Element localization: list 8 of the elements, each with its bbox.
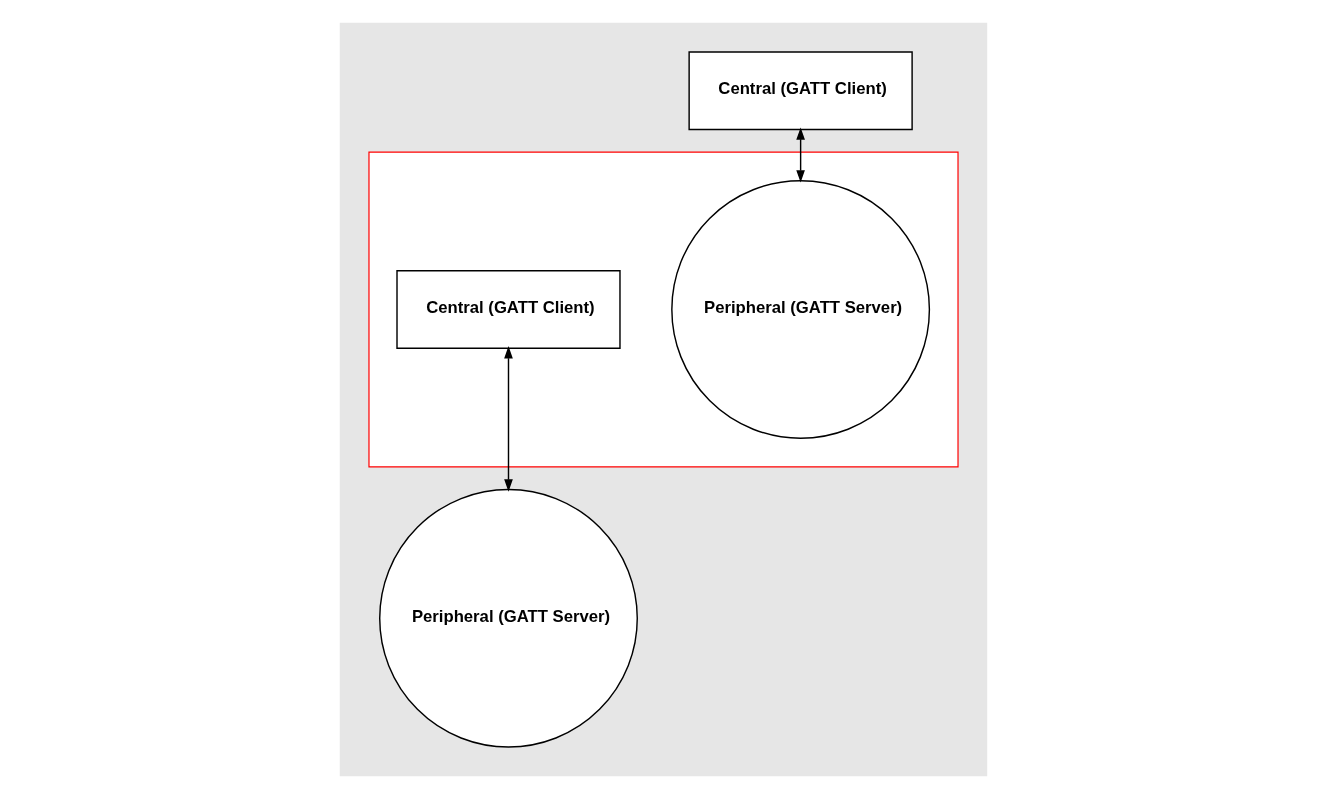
arrow (503, 345, 513, 492)
cluster (339, 22, 987, 776)
arrow (795, 126, 805, 183)
node-box: Central (GATT Client) (687, 50, 913, 130)
cluster (367, 151, 959, 467)
node-circle: Peripheral (GATT Server) (670, 179, 930, 439)
node-box: Central (GATT Client) (395, 269, 621, 349)
node-circle: Peripheral (GATT Server) (378, 488, 638, 748)
